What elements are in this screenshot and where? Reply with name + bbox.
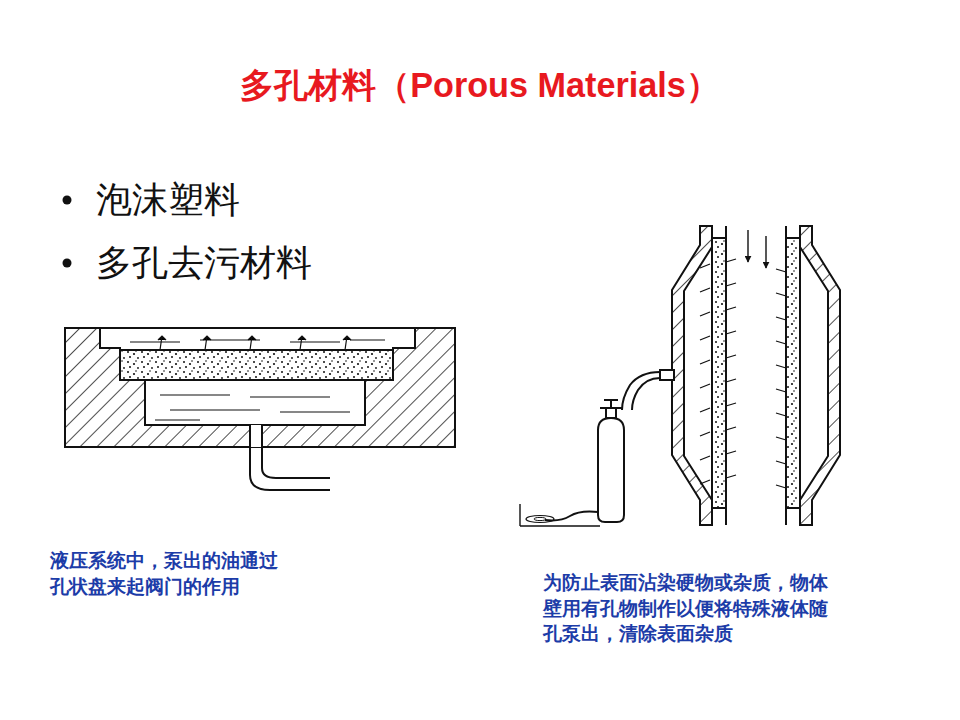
figure-caption-slot: 液压系统中，泵出的油通过孔状盘来起阀门的作用 [50, 548, 286, 599]
porous-valve-figure [65, 328, 455, 490]
bullet [63, 196, 72, 205]
bullet [63, 259, 72, 268]
slide-title: 多孔材料（Porous Materials） [0, 62, 960, 108]
figure-caption: 液压系统中，泵出的油通过孔状盘来起阀门的作用 [50, 548, 286, 599]
bullet-text: 多孔去污材料 [96, 239, 496, 288]
bullet-text-slot: 多孔去污材料 [96, 239, 496, 288]
bullet-text: 泡沫塑料 [96, 176, 496, 225]
porous-pipe-figure [520, 226, 840, 526]
figure-caption-slot: 为防止表面沾染硬物或杂质，物体壁用有孔物制作以便将特殊液体随孔泵出，清除表面杂质 [543, 570, 836, 647]
slide-title-slot: 多孔材料（Porous Materials） [0, 62, 960, 108]
figure-caption: 为防止表面沾染硬物或杂质，物体壁用有孔物制作以便将特殊液体随孔泵出，清除表面杂质 [543, 570, 836, 647]
bullet-text-slot: 泡沫塑料 [96, 176, 496, 225]
